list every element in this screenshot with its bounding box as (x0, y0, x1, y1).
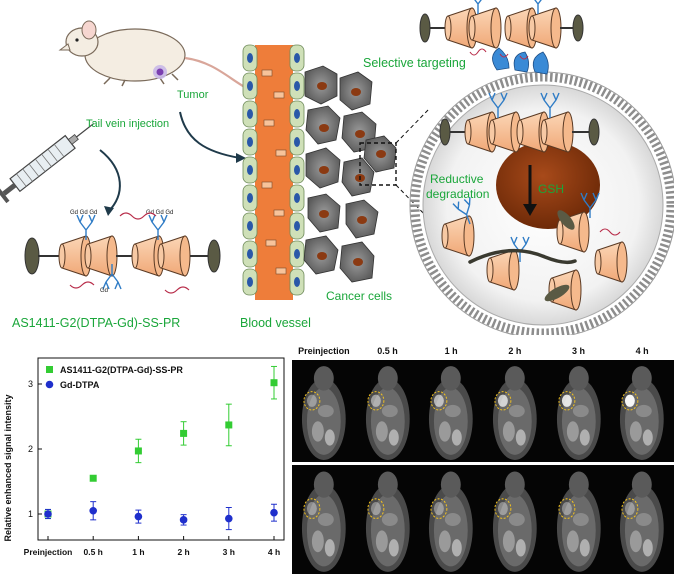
x-tick-label: 4 h (268, 547, 280, 557)
svg-text:Gd Gd Gd: Gd Gd Gd (146, 210, 173, 216)
data-point-circle (179, 516, 188, 524)
svg-text:Gd: Gd (100, 288, 108, 294)
reductive-label-2: degradation (426, 187, 489, 201)
data-point-circle (225, 514, 233, 523)
data-point-square (89, 474, 97, 482)
mri-panel-nanoprobe (546, 360, 611, 462)
x-tick-label: Preinjection (24, 547, 73, 557)
y-tick-label: 2 (28, 444, 33, 454)
mri-panel-gd-dtpa (355, 465, 420, 574)
tumor-label: Tumor (177, 89, 209, 101)
zoom-box (359, 142, 397, 186)
svg-text:Gd Gd Gd: Gd Gd Gd (70, 210, 97, 216)
mri-panel-nanoprobe (292, 360, 356, 462)
x-tick-label: 1 h (132, 547, 144, 557)
cancer-cells-label: Cancer cells (326, 289, 392, 303)
syringe-icon (0, 122, 95, 204)
mri-panel-gd-dtpa (610, 465, 674, 574)
mri-timepoint-label: Preinjection (298, 346, 350, 356)
mri-panel-gd-dtpa (546, 465, 611, 574)
mri-timepoint-label: 4 h (635, 346, 649, 356)
y-tick-label: 1 (28, 509, 33, 519)
mechanism-schematic: Tumor Tail vein injection Gd Gd Gd Gd Gd… (0, 0, 674, 335)
x-tick-label: 0.5 h (84, 547, 103, 557)
mri-timepoint-label: 1 h (444, 346, 458, 356)
data-point-circle (44, 510, 52, 518)
mri-panel-gd-dtpa (292, 465, 356, 574)
data-point-circle (134, 512, 143, 521)
curved-arrow-down (99, 149, 121, 213)
gsh-label: GSH (538, 182, 564, 196)
mri-panel-gd-dtpa (419, 465, 483, 574)
legend-label: Gd-DTPA (60, 380, 100, 390)
legend-marker-circle (45, 380, 54, 389)
receptor-targeting (419, 0, 584, 75)
nanoprobe-label: AS1411-G2(DTPA-Gd)-SS-PR (12, 316, 180, 330)
targeting-label: Selective targeting (363, 56, 466, 70)
y-tick-label: 3 (28, 379, 33, 389)
vessel-label: Blood vessel (240, 316, 311, 330)
data-point-square (225, 421, 233, 429)
degraded-fragments (441, 192, 628, 311)
cancer-cells-illustration (303, 65, 397, 283)
data-point-circle (89, 506, 97, 515)
mri-panel-nanoprobe (483, 360, 547, 462)
y-axis-label: Relative enhanced signal intensity (3, 394, 13, 541)
blood-vessel-illustration (242, 44, 305, 300)
x-tick-label: 2 h (177, 547, 189, 557)
mri-timepoint-label: 0.5 h (377, 346, 398, 356)
row-separator (292, 462, 674, 465)
mri-timepoint-label: 2 h (508, 346, 522, 356)
mri-panel-gd-dtpa (483, 465, 547, 574)
legend-marker-square (46, 366, 53, 373)
mri-panel-nanoprobe (419, 360, 483, 462)
mri-panel-nanoprobe (355, 360, 420, 462)
internalized-nanoprobe (439, 92, 600, 153)
data-point-square (180, 429, 188, 437)
reductive-label-1: Reductive (430, 172, 484, 186)
data-point-square (270, 379, 278, 387)
data-point-square (134, 447, 142, 455)
mri-timepoint-label: 3 h (571, 346, 585, 356)
curved-arrow-right (179, 111, 241, 159)
mri-panel-nanoprobe (610, 360, 674, 462)
legend-label: AS1411-G2(DTPA-Gd)-SS-PR (60, 365, 183, 375)
mouse-illustration (58, 20, 251, 91)
x-tick-label: 3 h (223, 547, 235, 557)
nanoprobe-illustration: Gd Gd Gd Gd Gd Gd Gd (24, 210, 221, 294)
mri-image-grid: Preinjection 0.5 h 1 h 2 h 3 h 4 h (292, 338, 674, 574)
data-point-circle (270, 508, 278, 517)
injection-label: Tail vein injection (86, 118, 169, 130)
cancer-cell-zoom (409, 71, 674, 335)
